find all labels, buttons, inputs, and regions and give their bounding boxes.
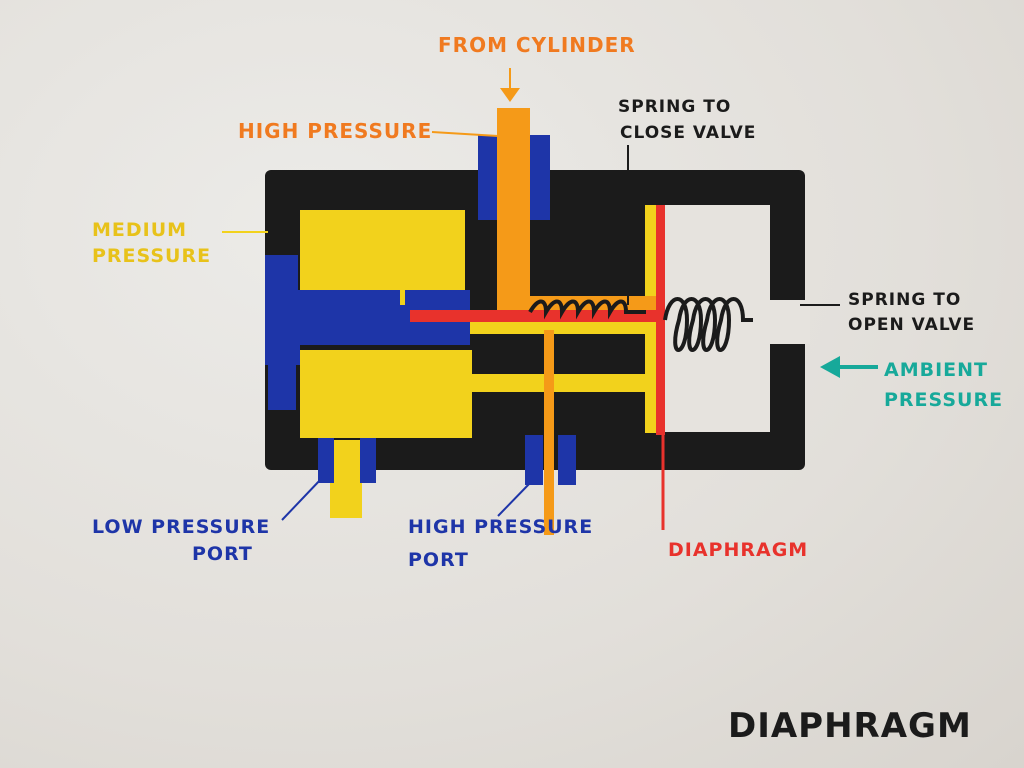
label-medium-pressure-2: PRESSURE [92,245,211,267]
inlet-seal-left [478,135,500,220]
labels: FROM CYLINDER HIGH PRESSURE MEDIUM PRESS… [92,33,1003,746]
leader-lines [222,68,878,521]
high-port-seal-right [558,435,576,485]
label-low-port-1: LOW PRESSURE [92,516,270,538]
label-spring-open-1: SPRING TO [848,290,961,310]
label-ambient-2: PRESSURE [884,389,1003,411]
medium-channel-lower [470,374,655,392]
ambient-vent [770,300,810,344]
cylinder-arrow-head [500,88,520,102]
high-pressure-leader [431,131,499,137]
label-ambient-1: AMBIENT [884,359,988,381]
medium-chamber-upper [300,210,465,290]
seals [265,135,576,485]
low-port-seal-left [318,438,334,483]
springs [528,297,753,352]
piston-lower-seal [268,365,296,410]
valve-stem [410,310,658,322]
label-from-cylinder: FROM CYLINDER [438,33,636,57]
spring-close-valve [528,299,646,320]
cylinder-inlet [497,108,530,308]
label-low-port-2: PORT [192,543,253,565]
high-pressure-port-tube [544,330,554,535]
low-port-leader [281,477,323,521]
ambient-arrow-head [820,356,840,378]
label-spring-close-1: SPRING TO [618,97,731,117]
low-pressure-outlet [330,440,362,518]
low-port-seal-right [360,438,376,483]
label-high-pressure: HIGH PRESSURE [238,119,432,143]
label-high-port-1: HIGH PRESSURE [408,516,593,538]
high-port-seal-left [525,435,543,485]
label-medium-pressure-1: MEDIUM [92,219,187,241]
label-spring-open-2: OPEN VALVE [848,315,975,335]
valve-seat-seal [405,290,470,308]
label-high-port-2: PORT [408,549,469,571]
diaphragm [656,205,665,435]
inlet-seal-right [528,135,550,220]
spring-open-valve [663,297,753,352]
medium-chamber-lower [300,350,472,438]
diaphragm-assembly [410,205,665,530]
diagram-title: DIAPHRAGM [728,706,972,746]
high-port-leader [497,482,531,517]
label-spring-close-2: CLOSE VALVE [620,123,756,143]
label-diaphragm: DIAPHRAGM [668,539,808,561]
piston-blue [265,255,470,365]
